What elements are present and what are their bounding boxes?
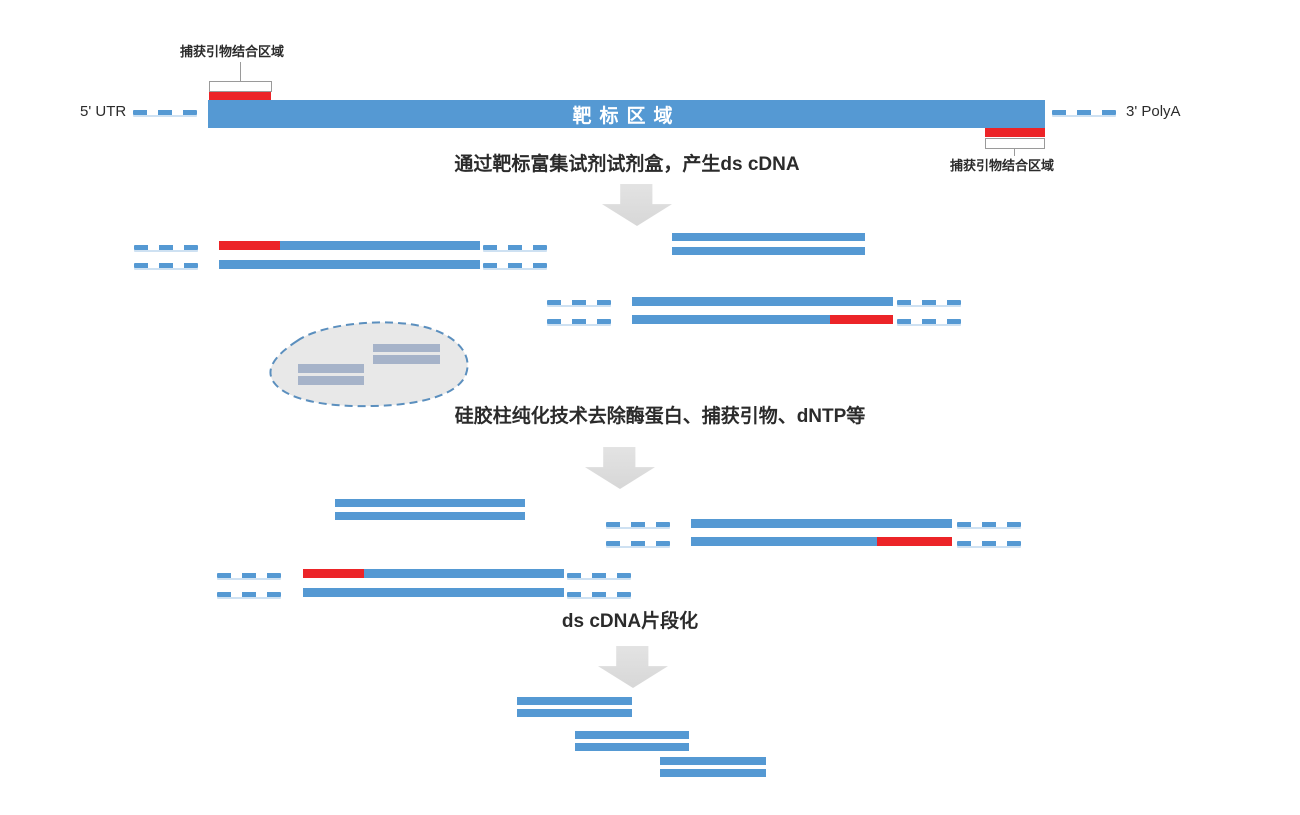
- fragment-bar: [517, 709, 632, 717]
- ds-cdna-bar: [632, 297, 893, 306]
- ds-cdna-bar: [691, 537, 952, 546]
- ds-cdna-bar: [672, 233, 865, 241]
- rna-dashes: [606, 541, 670, 546]
- capture-primer-segment: [219, 241, 280, 250]
- cdna-segment: [364, 569, 564, 578]
- fragment-bar: [517, 697, 632, 705]
- ds-cdna-bar: [335, 499, 525, 507]
- ds-cdna-bar: [632, 315, 893, 324]
- cdna-segment: [632, 315, 830, 324]
- impurity-fragment-bar: [298, 376, 364, 385]
- rna-dashes: [957, 522, 1021, 527]
- rna-dashes: [957, 541, 1021, 546]
- utr5-label: 5' UTR: [80, 103, 127, 120]
- rna-dashes: [134, 263, 198, 268]
- ds-cdna-bar: [219, 260, 480, 269]
- capture-primer-label-left: 捕获引物结合区域: [180, 44, 285, 59]
- impurity-fragment-bar: [373, 344, 440, 352]
- impurity-fragment-bar: [373, 355, 440, 364]
- arrow-down-icon: [602, 184, 672, 226]
- rna-dashes: [483, 263, 547, 268]
- step1-label: 通过靶标富集试剂试剂盒，产生ds cDNA: [454, 154, 800, 175]
- capture-primer-segment: [877, 537, 952, 546]
- ds-cdna-bar: [219, 241, 480, 250]
- fragment-bar: [660, 769, 766, 777]
- rna-dashes: [547, 300, 611, 305]
- rna-dashes: [133, 110, 197, 115]
- ds-cdna-bar: [303, 569, 564, 578]
- target-region-label: 靶标区域: [572, 105, 681, 127]
- rna-dashes: [897, 300, 961, 305]
- rna-dashes: [483, 245, 547, 250]
- ds-cdna-bar: [303, 588, 564, 597]
- rna-dashes: [897, 319, 961, 324]
- ds-cdna-bar: [691, 519, 952, 528]
- capture-primer-label-right: 捕获引物结合区域: [950, 158, 1055, 173]
- fragment-bar: [575, 743, 689, 751]
- rna-dashes: [567, 573, 631, 578]
- rna-dashes: [217, 592, 281, 597]
- fragment-bar: [660, 757, 766, 765]
- capture-primer-callout-box: [985, 138, 1045, 149]
- arrow-down-icon: [585, 447, 655, 489]
- capture-primer-region-bar: [985, 128, 1045, 137]
- rna-dashes: [134, 245, 198, 250]
- rna-dashes: [1052, 110, 1116, 115]
- arrow-down-icon: [598, 646, 668, 688]
- rna-dashes: [606, 522, 670, 527]
- fragment-bar: [575, 731, 689, 739]
- callout-leader-line: [240, 62, 241, 81]
- capture-primer-segment: [303, 569, 364, 578]
- callout-leader-line: [1014, 148, 1015, 156]
- step3-label: ds cDNA片段化: [561, 611, 699, 632]
- impurity-fragment-bar: [298, 364, 364, 373]
- target-region-bar: 靶标区域: [208, 100, 1045, 128]
- rna-dashes: [217, 573, 281, 578]
- capture-primer-region-bar: [209, 92, 271, 100]
- ds-cdna-bar: [335, 512, 525, 520]
- ds-cdna-bar: [672, 247, 865, 255]
- capture-primer-segment: [830, 315, 893, 324]
- step2-label: 硅胶柱纯化技术去除酶蛋白、捕获引物、dNTP等: [454, 406, 866, 427]
- rna-dashes: [547, 319, 611, 324]
- cdna-segment: [691, 537, 877, 546]
- impurity-blob: [269, 321, 469, 408]
- rna-dashes: [567, 592, 631, 597]
- cdna-segment: [280, 241, 480, 250]
- polya3-label: 3' PolyA: [1126, 103, 1181, 120]
- capture-primer-callout-box: [209, 81, 272, 92]
